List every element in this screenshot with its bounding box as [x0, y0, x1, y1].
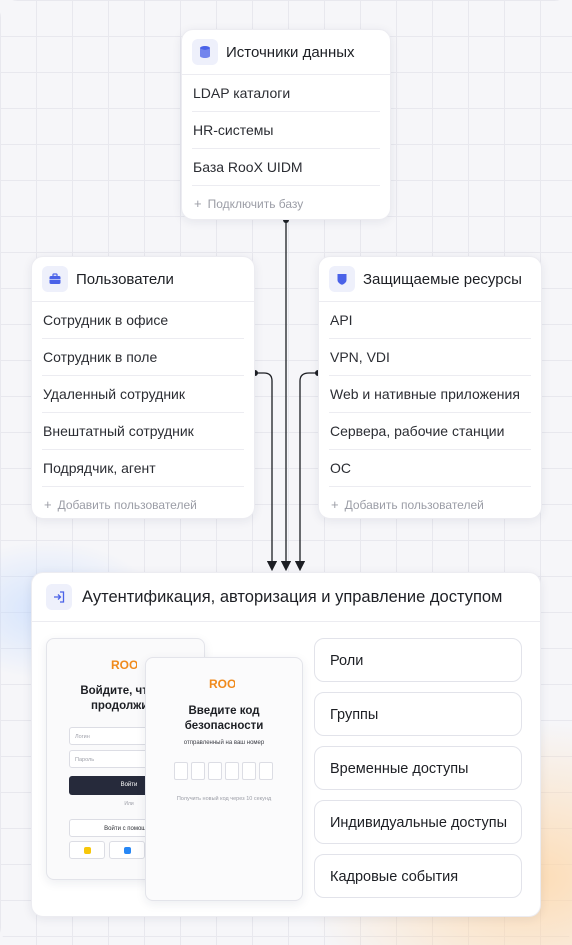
briefcase-icon — [42, 266, 68, 292]
vk-icon — [124, 847, 131, 854]
code-digit-box[interactable] — [174, 762, 188, 780]
auth-title: Аутентификация, авторизация и управление… — [82, 587, 503, 606]
plus-icon: + — [194, 196, 202, 211]
code-digit-box[interactable] — [191, 762, 205, 780]
yandex-icon — [84, 847, 91, 854]
user-type-item: Сотрудник в офисе — [42, 302, 244, 339]
feature-temporary-access: Временные доступы — [314, 746, 522, 790]
resource-item: Web и нативные приложения — [329, 376, 531, 413]
add-users-button[interactable]: + Добавить пользователей — [42, 487, 244, 523]
feature-hr-events: Кадровые события — [314, 854, 522, 898]
user-type-item: Удаленный сотрудник — [42, 376, 244, 413]
users-card: Пользователи Сотрудник в офисе Сотрудник… — [31, 256, 255, 519]
connect-db-button[interactable]: + Подключить базу — [192, 186, 380, 222]
feature-roles: Роли — [314, 638, 522, 682]
add-resources-button[interactable]: + Добавить пользователей — [329, 487, 531, 523]
code-digit-box[interactable] — [242, 762, 256, 780]
code-digit-box[interactable] — [208, 762, 222, 780]
user-type-item: Внештатный сотрудник — [42, 413, 244, 450]
user-type-item: Сотрудник в поле — [42, 339, 244, 376]
feature-individual-access: Индивидуальные доступы — [314, 800, 522, 844]
code-input-group[interactable] — [174, 762, 274, 780]
users-connector-line — [255, 372, 278, 572]
code-subtitle: отправленный на ваш номер — [183, 740, 265, 746]
auth-header: Аутентификация, авторизация и управление… — [32, 573, 540, 622]
code-heading: Введите код безопасности — [184, 705, 264, 732]
plus-icon: + — [331, 497, 339, 512]
login-icon — [46, 584, 72, 610]
data-sources-header: Источники данных — [182, 30, 390, 75]
users-title: Пользователи — [76, 270, 174, 288]
roox-logo: ROOX — [209, 677, 235, 690]
resource-item: ОС — [329, 450, 531, 487]
add-resources-label: Добавить пользователей — [344, 498, 484, 512]
feature-groups: Группы — [314, 692, 522, 736]
plus-icon: + — [44, 497, 52, 512]
resource-item: API — [329, 302, 531, 339]
shield-icon — [329, 266, 355, 292]
data-sources-title: Источники данных — [226, 43, 355, 61]
data-source-item: HR-системы — [192, 112, 380, 149]
roox-logo: ROOX — [111, 658, 137, 671]
data-source-item: LDAP каталоги — [192, 75, 380, 112]
resource-item: VPN, VDI — [329, 339, 531, 376]
data-source-item: База RooX UIDM — [192, 149, 380, 186]
yandex-login-button[interactable] — [69, 841, 105, 859]
resend-timer: Получить новый код через 10 секунд — [176, 796, 272, 802]
or-divider: Или — [124, 801, 134, 807]
code-digit-box[interactable] — [259, 762, 273, 780]
add-users-label: Добавить пользователей — [57, 498, 197, 512]
svg-text:ROOX: ROOX — [111, 658, 137, 671]
resources-header: Защищаемые ресурсы — [319, 257, 541, 302]
database-icon — [192, 39, 218, 65]
resources-title: Защищаемые ресурсы — [363, 270, 522, 288]
data-sources-card: Источники данных LDAP каталоги HR-систем… — [181, 29, 391, 220]
svg-text:ROOX: ROOX — [209, 677, 235, 690]
code-digit-box[interactable] — [225, 762, 239, 780]
user-type-item: Подрядчик, агент — [42, 450, 244, 487]
connect-db-label: Подключить базу — [207, 197, 304, 211]
resources-card: Защищаемые ресурсы API VPN, VDI Web и на… — [318, 256, 542, 519]
resources-connector-line — [294, 372, 318, 572]
vk-login-button[interactable] — [109, 841, 145, 859]
users-header: Пользователи — [32, 257, 254, 302]
code-mockup: ROOX Введите код безопасности отправленн… — [145, 657, 303, 901]
resource-item: Сервера, рабочие станции — [329, 413, 531, 450]
